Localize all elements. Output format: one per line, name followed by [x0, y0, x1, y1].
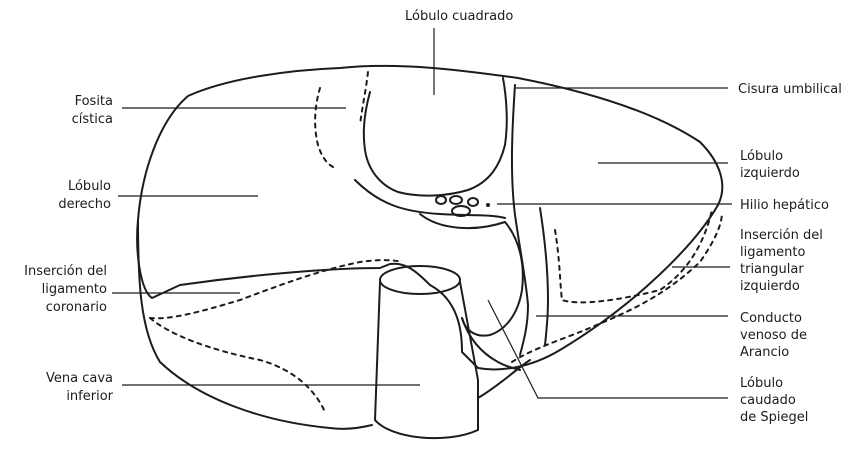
label-hilio-hepatico: Hilio hepático	[740, 198, 829, 213]
triangular-ligament-dashed	[555, 210, 712, 302]
label-cisura-umbilical: Cisura umbilical	[738, 82, 842, 97]
quadrate-lobe-border	[364, 78, 507, 196]
label-fosita-cistica-1: Fosita	[75, 94, 113, 109]
label-lobulo-cuadrado: Lóbulo cuadrado	[405, 9, 513, 24]
label-triangular-2: ligamento	[740, 245, 805, 260]
label-lobulo-derecho-2: derecho	[58, 197, 111, 212]
label-coronario-3: coronario	[46, 300, 107, 315]
coronary-ligament-dashed-lower	[150, 318, 325, 412]
hilum-upper-line	[355, 180, 505, 218]
label-conducto-venoso-2: venoso de	[740, 328, 807, 343]
gallbladder-fossa-dashed-left	[315, 88, 335, 168]
label-triangular-1: Inserción del	[740, 228, 823, 243]
vena-cava-body	[375, 282, 478, 438]
label-lobulo-izquierdo-2: izquierdo	[740, 166, 800, 181]
hilum-vessel-1	[436, 196, 446, 204]
fissure-lower-curve	[540, 208, 548, 345]
label-lobulo-caudado-2: caudado	[740, 393, 796, 408]
vena-cava-top	[380, 266, 460, 294]
label-lobulo-izquierdo-1: Lóbulo	[740, 149, 783, 164]
label-triangular-4: izquierdo	[740, 279, 800, 294]
label-conducto-venoso-1: Conducto	[740, 311, 802, 326]
liver-bottom-outline	[138, 220, 372, 429]
hilum-vessel-2	[450, 196, 462, 204]
hilum-vessel-5	[486, 203, 490, 207]
label-coronario-1: Inserción del	[24, 264, 107, 279]
label-lobulo-derecho-1: Lóbulo	[68, 179, 111, 194]
hilum-vessel-3	[468, 198, 478, 206]
label-lobulo-caudado-1: Lóbulo	[740, 376, 783, 391]
liver-outline	[137, 66, 722, 370]
leader-lobulo-caudado	[488, 300, 728, 398]
label-vena-cava-2: inferior	[66, 389, 113, 404]
label-fosita-cistica-2: cística	[72, 112, 113, 127]
label-lobulo-caudado-3: de Spiegel	[740, 410, 808, 425]
label-vena-cava-1: Vena cava	[46, 371, 113, 386]
caudate-lobe	[462, 222, 523, 336]
label-triangular-3: triangular	[740, 262, 804, 277]
label-coronario-2: ligamento	[42, 282, 107, 297]
label-conducto-venoso-3: Arancio	[740, 345, 789, 360]
